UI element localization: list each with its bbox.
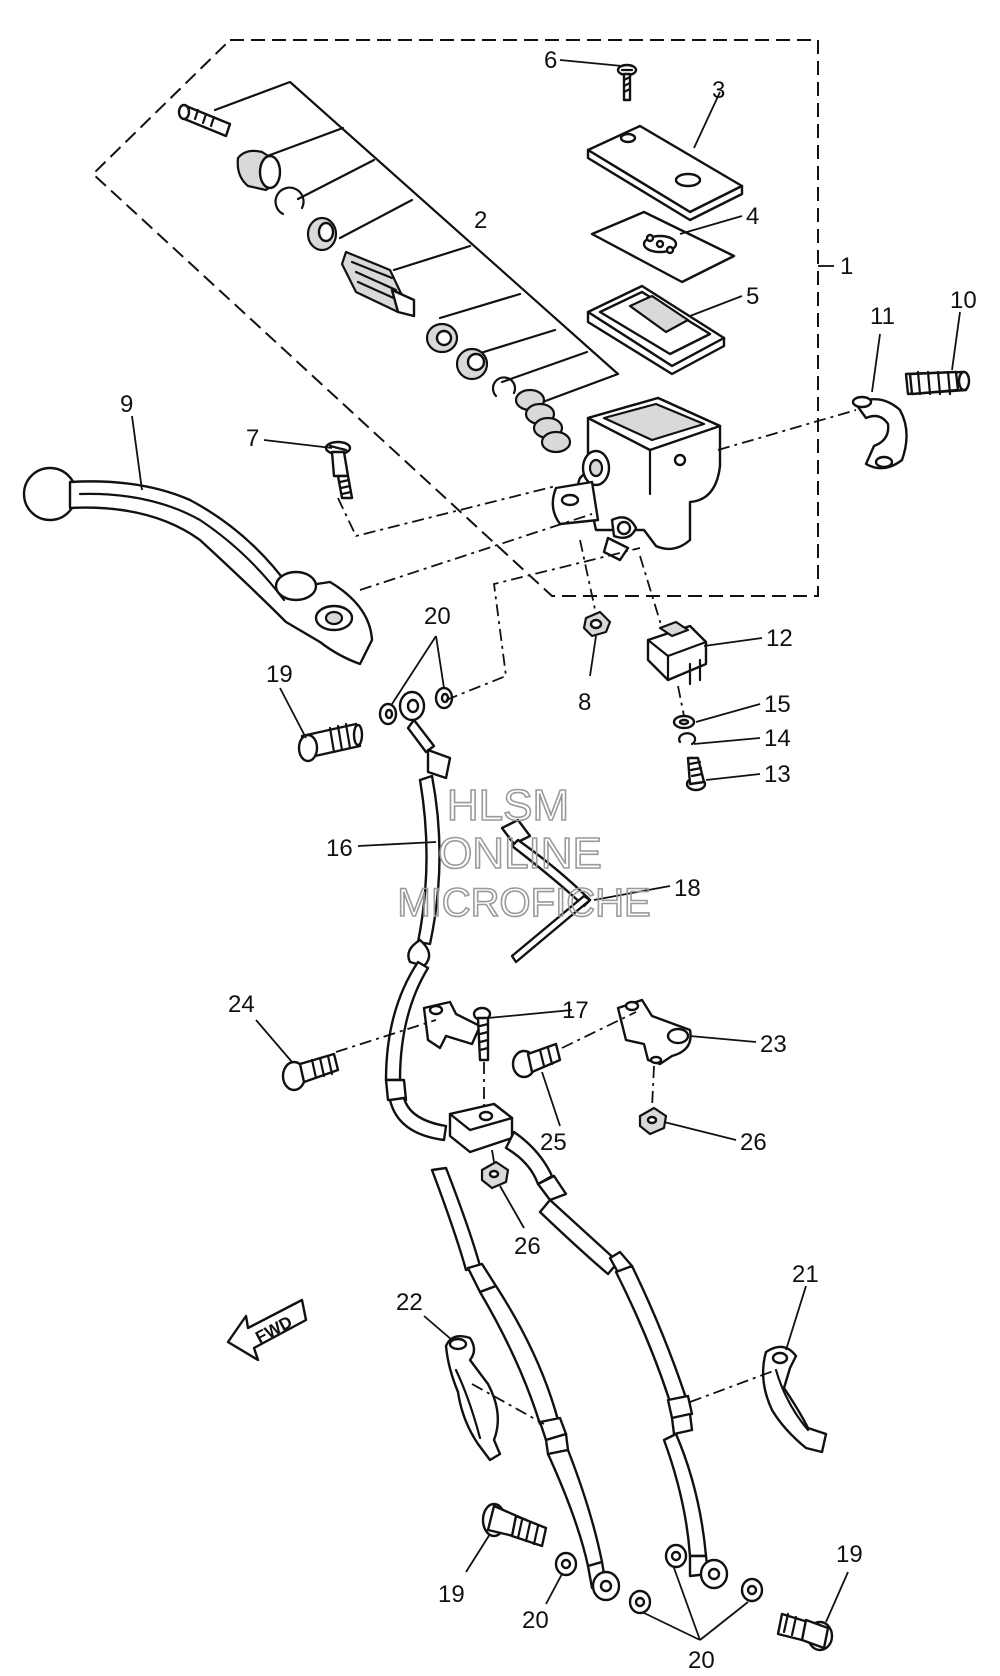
callout-13: 13	[764, 761, 791, 788]
callout-10: 10	[950, 287, 977, 314]
banjo-fitting-top	[398, 690, 436, 754]
callout-18: 18	[674, 875, 701, 902]
washer-20-bottom-a	[554, 1551, 578, 1577]
fwd-arrow-icon: FWD	[226, 1298, 308, 1362]
switch-12	[646, 620, 708, 686]
washer-15	[672, 714, 696, 730]
callout-15: 15	[764, 691, 791, 718]
circlip-upper	[274, 186, 305, 216]
callout-24: 24	[228, 991, 255, 1018]
callout-16: 16	[326, 835, 353, 862]
reservoir-cap-3	[586, 124, 744, 222]
callout-19-top: 19	[266, 661, 293, 688]
diaphragm-5	[586, 284, 726, 376]
piston-cup-upper	[306, 216, 338, 252]
bracket-23	[616, 998, 692, 1066]
callout-22: 22	[396, 1289, 423, 1316]
lock-washer-14	[678, 732, 697, 746]
leader-lines	[131, 59, 961, 1641]
callout-23: 23	[760, 1031, 787, 1058]
dust-boot	[236, 149, 282, 192]
nut-8	[582, 610, 612, 638]
washer-20-top-a	[378, 702, 398, 726]
banjo-fitting-left	[591, 1570, 621, 1602]
brake-hose-right	[504, 1130, 710, 1578]
hose-joint	[448, 1102, 514, 1154]
screw-6	[616, 63, 638, 102]
piston-kit-bracket	[213, 80, 620, 405]
push-rod	[177, 103, 232, 138]
screw-13	[685, 756, 707, 792]
union-bolt-19-right	[776, 1612, 834, 1652]
bracket-17	[422, 1000, 492, 1062]
callout-11: 11	[870, 303, 895, 330]
brake-hose-16	[384, 748, 452, 1142]
hose-guide-21	[761, 1345, 828, 1454]
clamp-11	[851, 395, 908, 470]
callout-3: 3	[712, 77, 725, 104]
cable-tie-18	[500, 818, 592, 964]
callout-20-top: 20	[424, 603, 451, 630]
piston	[340, 250, 416, 318]
watermark-line-3: MICROFICHE	[397, 881, 650, 925]
watermark: HLSM ONLINE MICROFICHE	[397, 780, 652, 926]
flange-nut-26-center	[480, 1160, 510, 1190]
diaphragm-plate-4	[590, 210, 736, 284]
union-bolt-19-top	[297, 722, 364, 763]
callout-9: 9	[120, 391, 133, 418]
hose-guide-22	[444, 1335, 502, 1462]
callout-12: 12	[766, 625, 793, 652]
assembly-outline	[91, 39, 819, 597]
bolt-25	[511, 1042, 562, 1079]
callout-8: 8	[578, 689, 591, 716]
piston-cup-lower	[425, 322, 459, 354]
pivot-bolt-7	[324, 440, 354, 500]
callout-14: 14	[764, 725, 791, 752]
callout-21: 21	[792, 1261, 819, 1288]
watermark-line-2: ONLINE	[438, 829, 602, 878]
callout-25: 25	[540, 1129, 567, 1156]
brake-lever-9	[22, 466, 374, 666]
alignment-lines	[335, 409, 857, 1425]
callout-4: 4	[746, 203, 759, 230]
bolt-10	[904, 370, 971, 396]
circlip-lower	[491, 376, 517, 398]
callout-26-right: 26	[740, 1129, 767, 1156]
watermark-line-1: HLSM	[447, 781, 569, 830]
flange-nut-26-right	[638, 1106, 668, 1136]
callout-26-center: 26	[514, 1233, 541, 1260]
spring	[514, 388, 572, 454]
callout-2: 2	[474, 207, 487, 234]
callout-20-right: 20	[688, 1647, 715, 1674]
callout-17: 17	[562, 997, 589, 1024]
callout-7: 7	[246, 425, 259, 452]
callout-labels: 6 3 2 4 1 5 11 10 9 7 20 12 19 8 15 14 1…	[120, 47, 977, 1674]
washer-20-bottom-d	[740, 1577, 764, 1603]
callout-19-left: 19	[438, 1581, 465, 1608]
callout-19-right: 19	[836, 1541, 863, 1568]
spring-seat	[455, 347, 489, 381]
union-bolt-19-left	[481, 1502, 548, 1548]
banjo-fitting-right	[699, 1558, 729, 1590]
callout-5: 5	[746, 283, 759, 310]
bolt-24	[281, 1052, 340, 1092]
washer-20-bottom-c	[664, 1543, 688, 1569]
washer-20-bottom-b	[628, 1589, 652, 1615]
master-cylinder-body	[551, 396, 722, 562]
callout-20-left: 20	[522, 1607, 549, 1634]
callout-1: 1	[840, 253, 853, 280]
callout-6: 6	[544, 47, 557, 74]
